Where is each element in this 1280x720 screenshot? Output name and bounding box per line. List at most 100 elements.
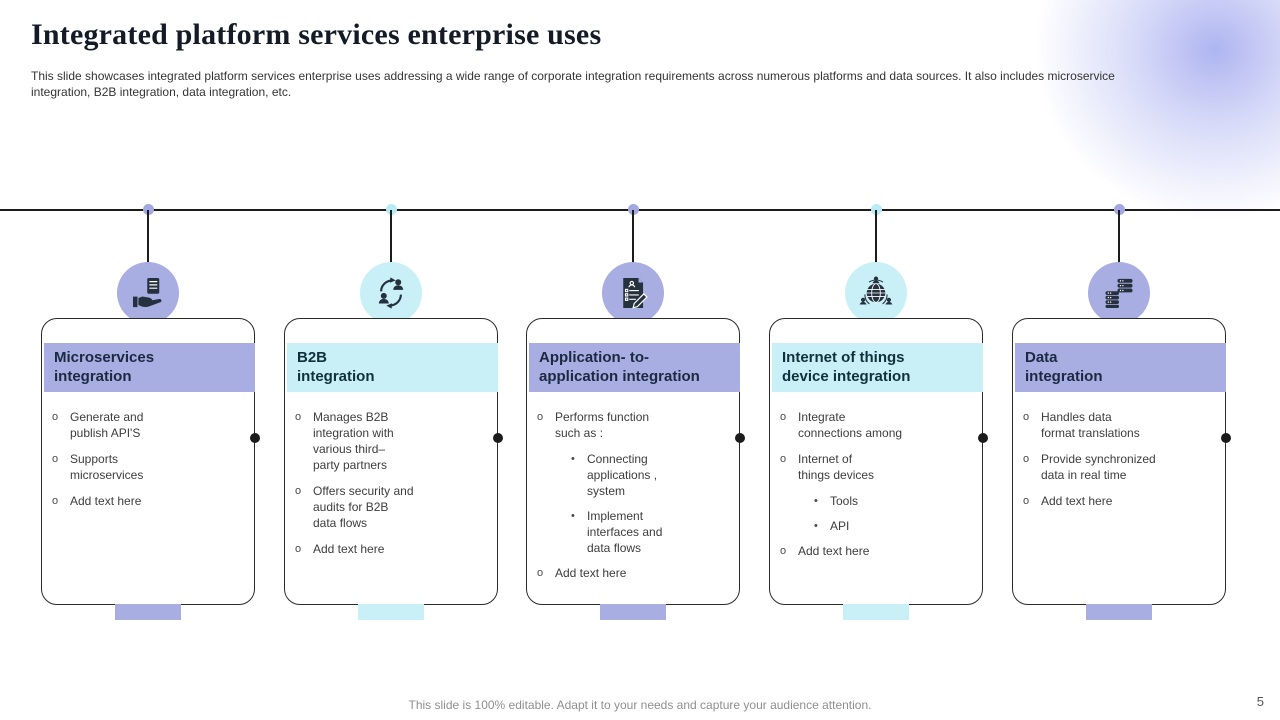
connector-line [390,210,392,264]
bullet-text: Supports microservices [70,452,144,482]
card-edge-dot [493,433,503,443]
bullet-marker: • [571,510,575,522]
timeline-dot [870,204,882,215]
page-subtitle: This slide showcases integrated platform… [31,69,1115,100]
list-item: o Provide synchronized data in real time [1023,451,1221,483]
list-item: o Internet of things devices [780,451,978,483]
card-base-accent [843,604,909,620]
info-card: Application- to- application integration… [526,318,745,605]
bullet-marker: o [52,411,59,423]
footer-note: This slide is 100% editable. Adapt it to… [408,698,872,712]
timeline-dot [142,204,154,215]
bullet-marker: o [780,411,787,423]
connector-line [875,210,877,264]
card-edge-dot [735,433,745,443]
connector-line [147,210,149,264]
bullet-marker: o [537,567,544,579]
list-item: o Performs function such as : [537,409,735,441]
bullet-text: API [830,519,850,533]
card-title: B2B integration [287,343,498,392]
bullet-text: Add text here [313,542,385,556]
icon-circle [117,262,179,324]
bullet-marker: o [1023,495,1030,507]
list-item: o Add text here [295,541,493,557]
connector-line [1118,210,1120,264]
bullet-marker: o [52,495,59,507]
sub-list-item: • Implement interfaces and data flows [537,508,735,556]
bullet-text: Add text here [798,544,870,558]
icon-circle [845,262,907,324]
bullet-text: Implement interfaces and data flows [587,509,663,555]
bullet-marker: o [1023,453,1030,465]
bullet-text: Tools [830,494,859,508]
column-application-integration: Application- to- application integration… [526,200,745,630]
bullet-text: Internet of things devices [798,452,875,482]
bullet-marker: o [295,485,302,497]
list-item: o Add text here [780,543,978,559]
bullet-marker: • [571,453,575,465]
people-sync-icon [378,277,404,309]
timeline-dot [1113,204,1125,215]
column-b2b-integration: B2B integration o Manages B2B integration… [284,200,503,630]
bullet-marker: o [780,453,787,465]
list-item: o Offers security and audits for B2B data… [295,483,493,531]
globe-network-icon [859,276,893,305]
bullet-marker: • [814,495,818,507]
bullet-text: Performs function such as : [555,410,650,440]
database-stack-icon [1105,278,1133,308]
card-base-accent [115,604,181,620]
card-base-accent [1086,604,1152,620]
sub-list-item: • API [780,518,978,534]
bullet-marker: o [780,545,787,557]
info-card: B2B integration o Manages B2B integration… [284,318,503,605]
timeline-dot [385,204,397,215]
bullet-list: o Manages B2B integration with various th… [295,409,493,567]
document-edit-icon [623,278,648,309]
bullet-text: Provide synchronized data in real time [1041,452,1156,482]
timeline-dot [627,204,639,215]
bullet-marker: o [295,543,302,555]
hand-holding-server-icon [133,278,162,308]
page-number: 5 [1256,694,1264,709]
card-title: Data integration [1015,343,1226,392]
bullet-marker: o [537,411,544,423]
card-title: Internet of things device integration [772,343,983,392]
card-edge-dot [1221,433,1231,443]
icon-circle [360,262,422,324]
list-item: o Add text here [537,565,735,581]
icon-circle [1088,262,1150,324]
page-title: Integrated platform services enterprise … [31,18,602,51]
card-title: Application- to- application integration [529,343,740,392]
icon-circle [602,262,664,324]
card-edge-dot [250,433,260,443]
bullet-marker: • [814,520,818,532]
bullet-text: Manages B2B integration with various thi… [313,410,394,472]
card-base-accent [600,604,666,620]
bullet-text: Integrate connections among [798,410,903,440]
bullet-text: Add text here [1041,494,1113,508]
bullet-marker: o [52,453,59,465]
timeline-rule [0,209,1280,211]
card-edge-dot [978,433,988,443]
list-item: o Add text here [1023,493,1221,509]
bullet-text: Add text here [555,566,627,580]
bullet-text: Generate and publish API'S [70,410,144,440]
corner-gradient-decoration [1035,0,1280,220]
list-item: o Integrate connections among [780,409,978,441]
bullet-text: Offers security and audits for B2B data … [313,484,414,530]
list-item: o Supports microservices [52,451,250,483]
sub-list-item: • Tools [780,493,978,509]
